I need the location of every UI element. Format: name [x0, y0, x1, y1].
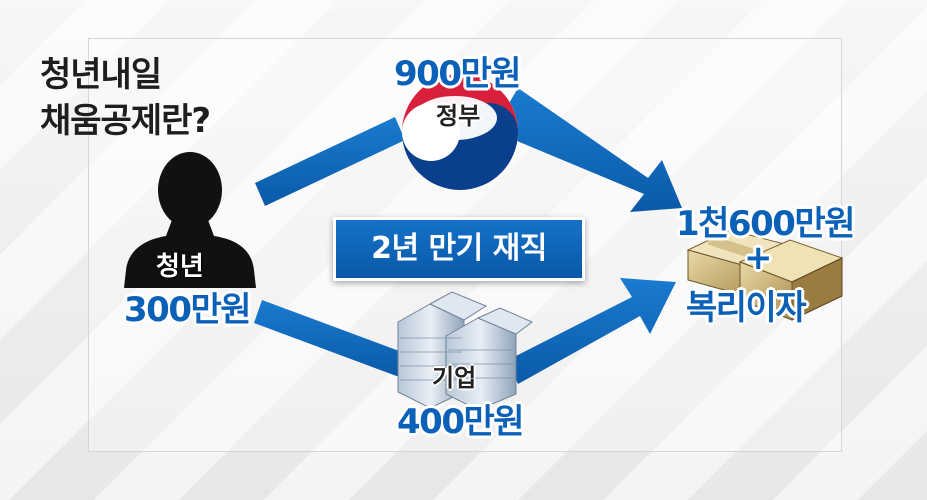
- youth-amount: 300만원: [124, 290, 252, 330]
- government-amount: 900만원: [394, 54, 522, 94]
- page-title: 청년내일 채움공제란?: [40, 52, 300, 144]
- title-line-2: 채움공제란?: [40, 101, 211, 141]
- company-label: 기업: [432, 364, 477, 392]
- government-label: 정부: [436, 102, 481, 130]
- arrow-company-to-result: [508, 278, 676, 384]
- condition-box: 2년 만기 재직: [333, 217, 585, 281]
- title-line-1: 청년내일: [40, 55, 162, 95]
- government-emblem-icon: [402, 74, 518, 190]
- arrow-government-to-result: [505, 88, 682, 212]
- company-amount: 400만원: [397, 402, 525, 442]
- office-building-icon: [397, 291, 533, 411]
- youth-label: 청년: [156, 252, 204, 282]
- money-stack-icon: [686, 229, 844, 321]
- arrow-youth-to-government: [255, 117, 405, 206]
- result-extra: 복리이자: [686, 288, 807, 328]
- person-silhouette-icon: [124, 152, 256, 288]
- result-plus: +: [744, 238, 773, 278]
- arrow-youth-to-company: [254, 300, 410, 378]
- result-total: 1천600만원: [676, 204, 855, 244]
